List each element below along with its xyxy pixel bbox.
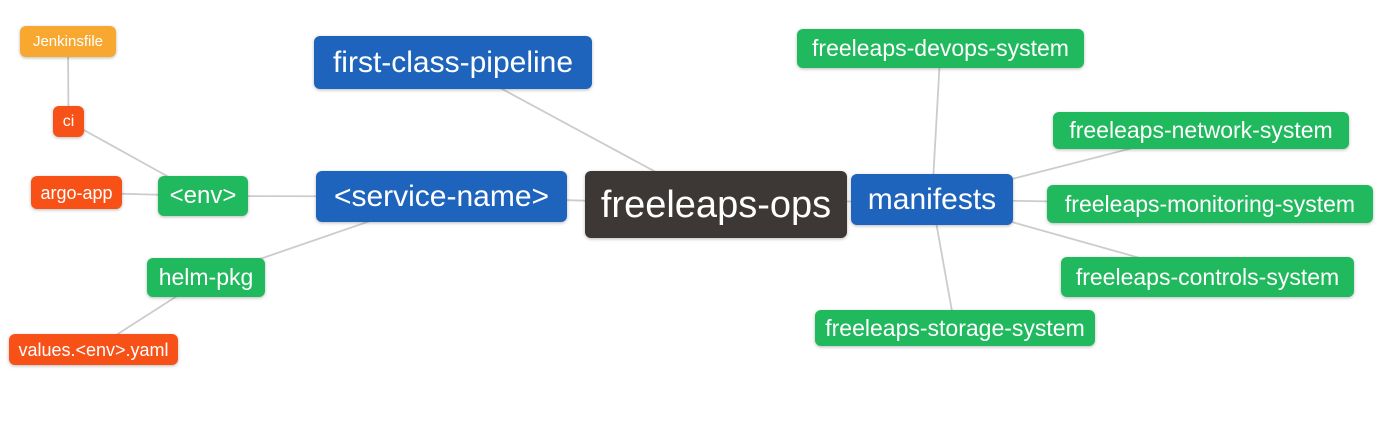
mindmap-node-manifests[interactable]: manifests xyxy=(851,174,1013,225)
mindmap-node-values-env-yaml[interactable]: values.<env>.yaml xyxy=(9,334,178,365)
mindmap-node-freeleaps-ops[interactable]: freeleaps-ops xyxy=(585,171,847,238)
mindmap-node-helm-pkg[interactable]: helm-pkg xyxy=(147,258,265,297)
mindmap-node-label: first-class-pipeline xyxy=(332,45,574,79)
mindmap-node-first-class-pipeline[interactable]: first-class-pipeline xyxy=(314,36,592,89)
mindmap-node-label: helm-pkg xyxy=(158,264,254,290)
mindmap-node-label: freeleaps-network-system xyxy=(1069,117,1333,143)
mindmap-node-freeleaps-monitoring-system[interactable]: freeleaps-monitoring-system xyxy=(1047,185,1373,223)
mindmap-node-label: freeleaps-controls-system xyxy=(1075,263,1340,290)
mindmap-node-service-name[interactable]: <service-name> xyxy=(316,171,567,222)
mindmap-node-label: freeleaps-ops xyxy=(600,183,832,226)
mindmap-node-env[interactable]: <env> xyxy=(158,176,248,216)
mindmap-node-freeleaps-devops-system[interactable]: freeleaps-devops-system xyxy=(797,29,1084,68)
mindmap-node-label: <env> xyxy=(169,182,237,209)
mindmap-node-freeleaps-storage-system[interactable]: freeleaps-storage-system xyxy=(815,310,1095,346)
mindmap-node-label: argo-app xyxy=(40,182,113,203)
mindmap-node-jenkinsfile[interactable]: Jenkinsfile xyxy=(20,26,116,57)
mindmap-node-label: <service-name> xyxy=(333,179,550,213)
mindmap-node-label: freeleaps-devops-system xyxy=(812,35,1069,61)
mindmap-node-label: freeleaps-monitoring-system xyxy=(1064,190,1356,217)
mindmap-node-label: manifests xyxy=(867,182,997,216)
mindmap-node-label: values.<env>.yaml xyxy=(18,339,169,360)
mindmap-node-label: Jenkinsfile xyxy=(32,33,104,50)
mindmap-node-label: freeleaps-storage-system xyxy=(825,314,1085,341)
mindmap-node-freeleaps-controls-system[interactable]: freeleaps-controls-system xyxy=(1061,257,1354,297)
mindmap-node-ci[interactable]: ci xyxy=(53,106,84,137)
mindmap-node-freeleaps-network-system[interactable]: freeleaps-network-system xyxy=(1053,112,1349,149)
mindmap-node-argo-app[interactable]: argo-app xyxy=(31,176,122,209)
mindmap-node-label: ci xyxy=(62,112,75,130)
